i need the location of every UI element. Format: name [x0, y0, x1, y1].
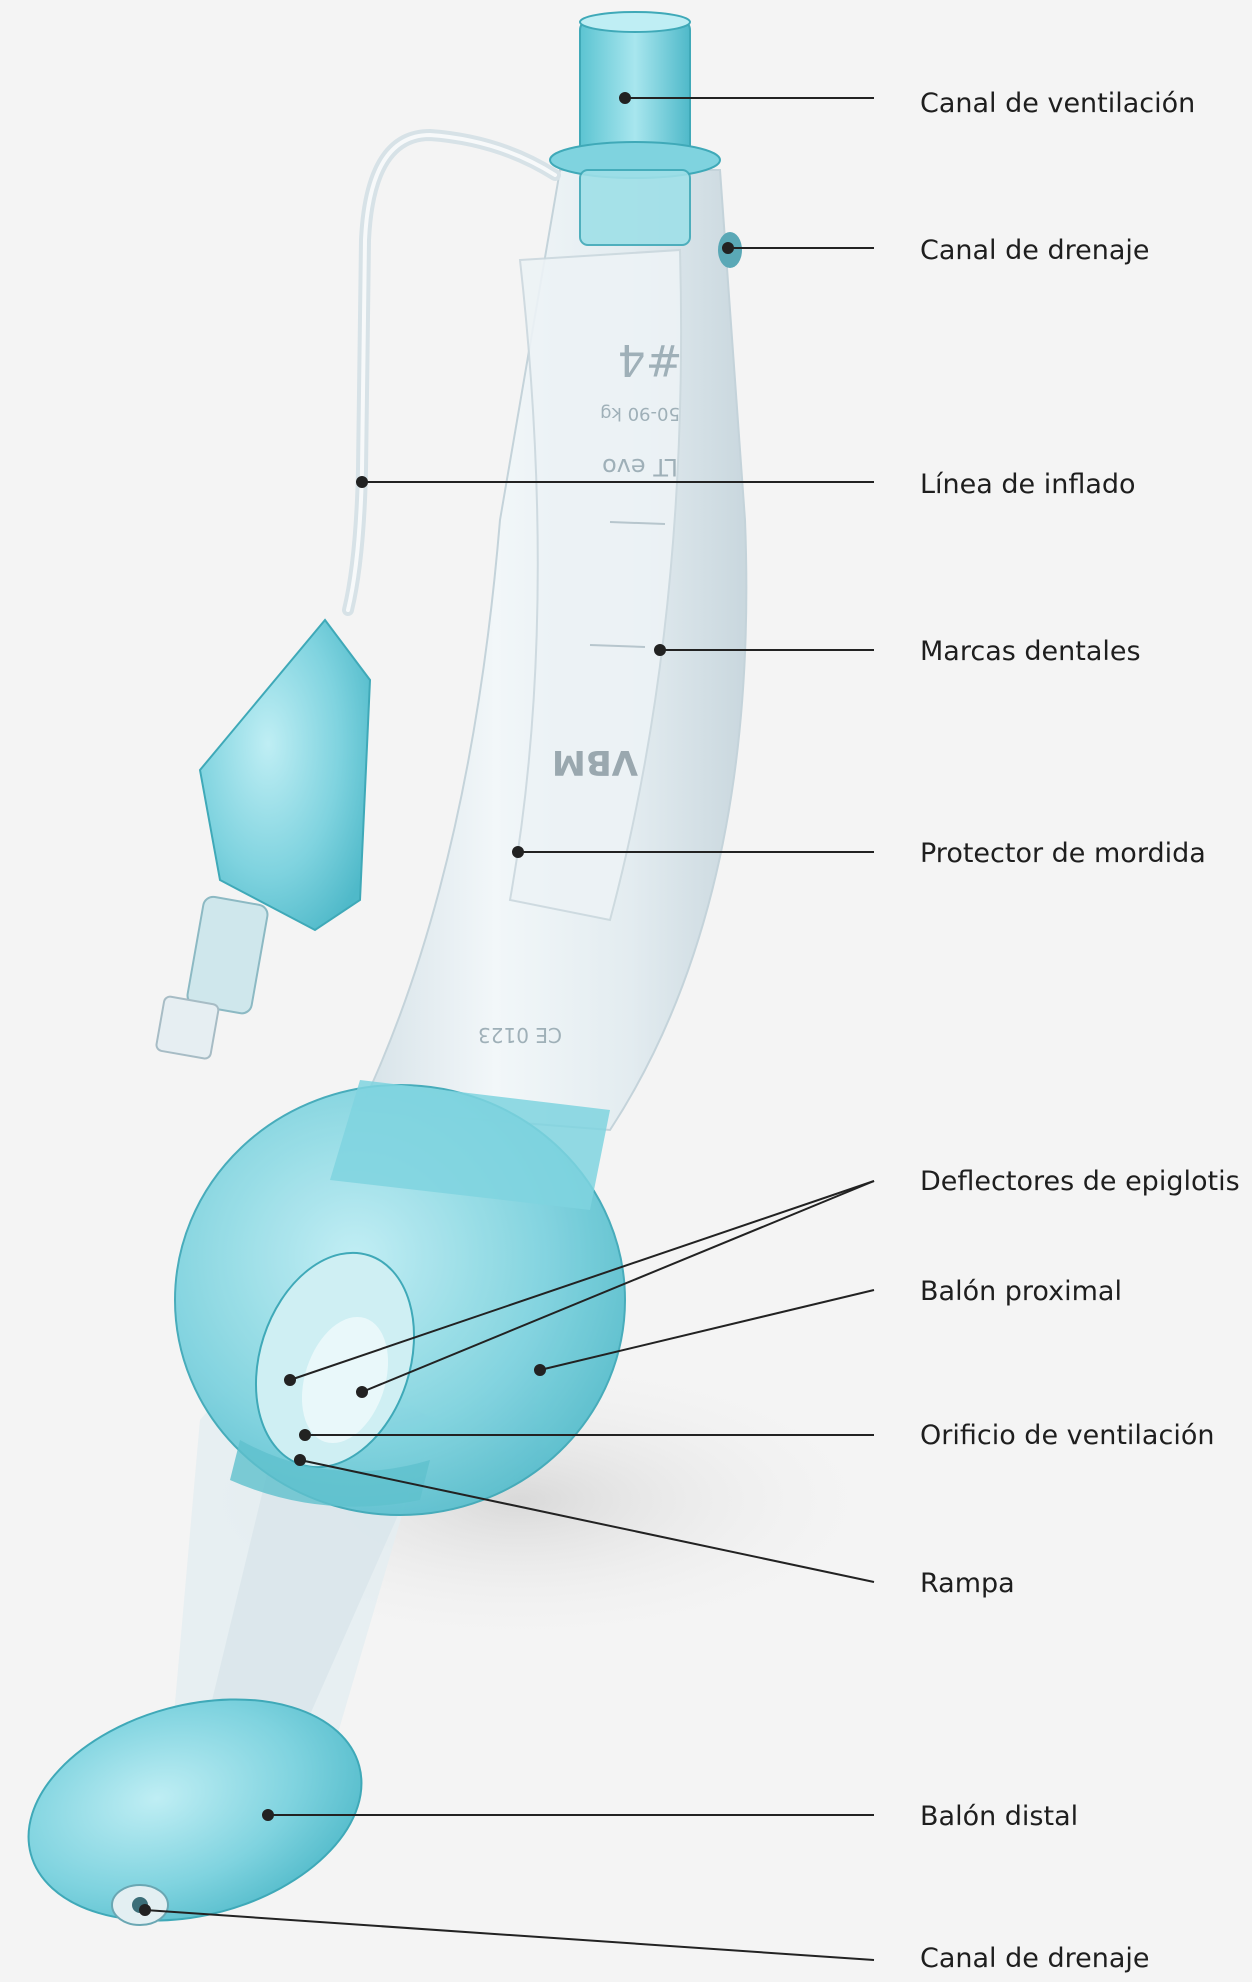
label-protector-mordida: Protector de mordida: [920, 840, 1206, 867]
label-balon-proximal: Balón proximal: [920, 1278, 1122, 1305]
marking-size: #4: [618, 334, 683, 385]
marking-weight: 50-90 kg: [600, 403, 680, 424]
marking-model: LT evo: [602, 453, 678, 481]
label-linea-inflado: Línea de inflado: [920, 471, 1136, 498]
label-deflectores-epiglotis: Deflectores de epiglotis: [920, 1168, 1240, 1195]
label-orificio-ventilacion: Orificio de ventilación: [920, 1422, 1214, 1449]
marking-brand: VBM: [552, 742, 638, 782]
marking-ce: CE 0123: [478, 1023, 562, 1047]
label-canal-drenaje-bottom: Canal de drenaje: [920, 1945, 1150, 1972]
label-marcas-dentales: Marcas dentales: [920, 638, 1141, 665]
pilot-balloon: [200, 620, 370, 930]
label-canal-ventilacion: Canal de ventilación: [920, 90, 1195, 117]
label-rampa: Rampa: [920, 1570, 1015, 1597]
label-balon-distal: Balón distal: [920, 1803, 1078, 1830]
leader-canal-drenaje-bottom: [145, 1910, 874, 1960]
check-valve: [186, 895, 269, 1015]
label-canal-drenaje-top: Canal de drenaje: [920, 237, 1150, 264]
